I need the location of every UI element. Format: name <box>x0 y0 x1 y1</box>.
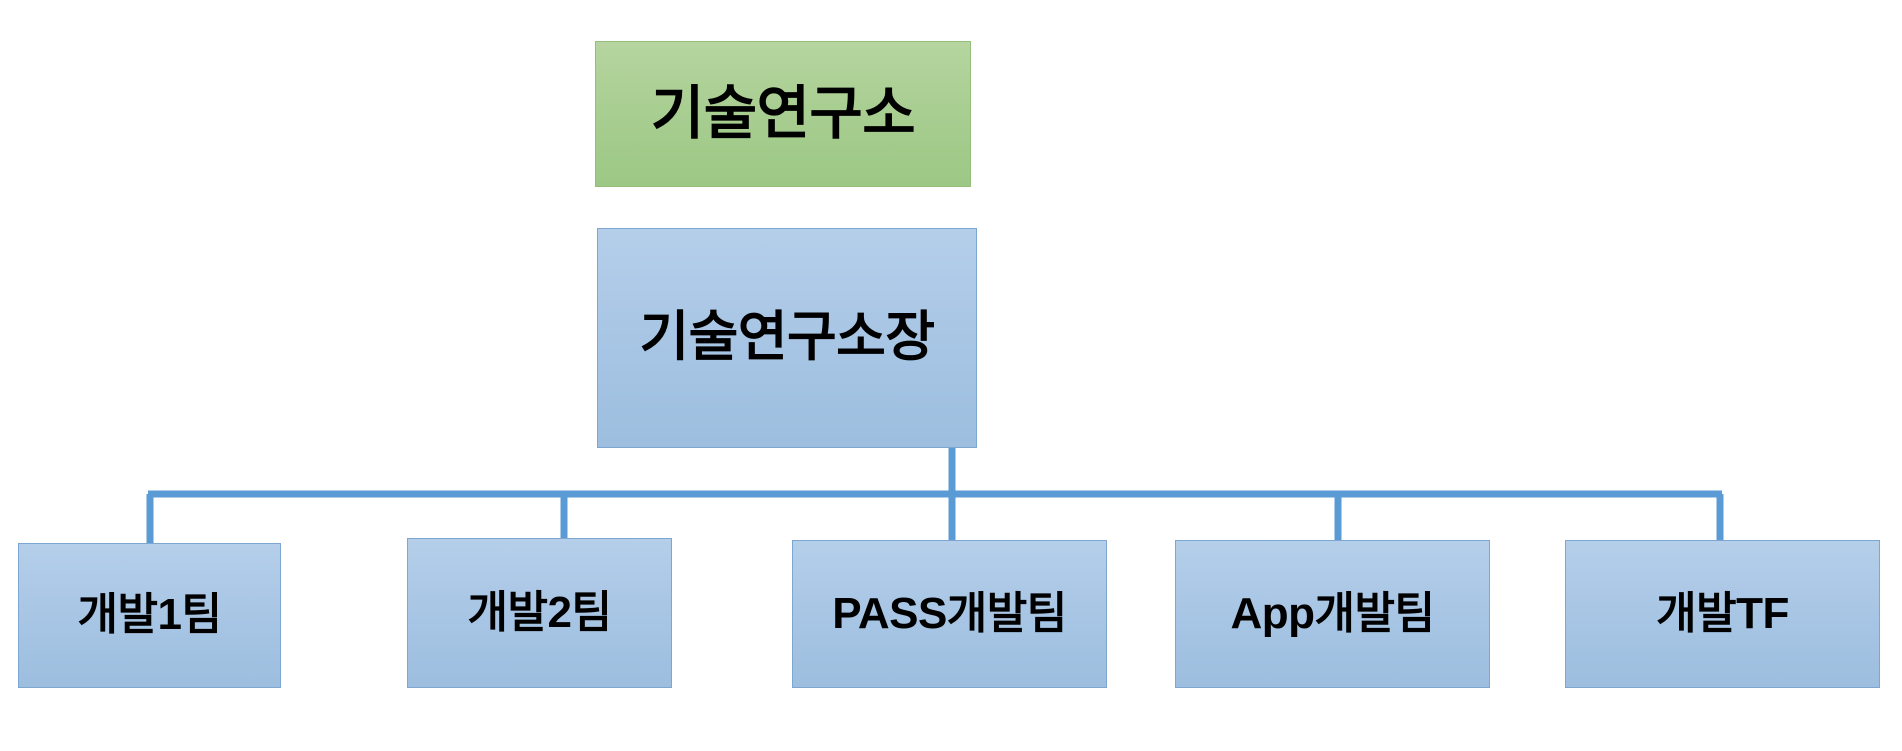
node-team-PASS개발팀[interactable]: PASS개발팀 <box>792 540 1107 688</box>
node-manager-기술연구소장[interactable]: 기술연구소장 <box>597 228 977 448</box>
node-team-5-label: 개발TF <box>1656 588 1789 638</box>
node-manager-label: 기술연구소장 <box>639 307 935 368</box>
node-team-개발1팀[interactable]: 개발1팀 <box>18 543 281 688</box>
node-team-3-label: PASS개발팀 <box>832 588 1067 638</box>
node-root-label: 기술연구소 <box>650 81 916 147</box>
node-team-개발2팀[interactable]: 개발2팀 <box>407 538 672 688</box>
node-team-2-label: 개발2팀 <box>467 587 612 637</box>
node-root-기술연구소[interactable]: 기술연구소 <box>595 41 971 187</box>
node-team-1-label: 개발1팀 <box>77 590 222 640</box>
node-team-4-label: App개발팀 <box>1230 588 1435 638</box>
node-team-개발TF[interactable]: 개발TF <box>1565 540 1880 688</box>
node-team-App개발팀[interactable]: App개발팀 <box>1175 540 1490 688</box>
